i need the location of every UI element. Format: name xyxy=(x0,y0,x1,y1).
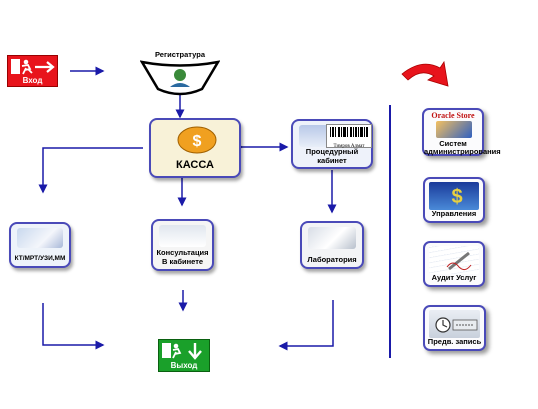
side-item-appointment[interactable]: Предв. запись xyxy=(423,305,486,351)
consultation-photo xyxy=(159,225,206,247)
procedure-node: Тимров Алмат Процедурный кабинет xyxy=(291,119,373,169)
exit-down-arrow-icon xyxy=(162,343,202,360)
arrow-lab-to-exit xyxy=(278,300,334,351)
exit-label: Выход xyxy=(170,361,198,370)
consultation-label-line2: В кабинете xyxy=(161,257,204,266)
registry-desk-icon xyxy=(140,60,220,96)
administration-label-line1: Систем xyxy=(439,139,467,148)
consultation-node: Консультация В кабинете xyxy=(151,219,214,271)
diagnostics-photo xyxy=(17,228,63,248)
dollar-figure-icon: $ xyxy=(451,186,462,207)
procedure-label-line2: кабинет xyxy=(317,156,347,165)
audit-photo xyxy=(429,246,479,274)
diagnostics-label: КТ/МРТ/УЗИ,ММ xyxy=(14,255,66,262)
barcode-icon xyxy=(330,127,368,137)
side-item-administration[interactable]: Oracle Store Систем администрирования xyxy=(422,108,501,156)
management-photo xyxy=(429,182,479,210)
procedure-label-line1: Процедурный xyxy=(305,147,359,156)
barcode-label: Тимров Алмат xyxy=(326,124,372,149)
svg-text:$: $ xyxy=(193,133,202,150)
pen-icon xyxy=(446,251,472,271)
arrow-diagnostics-to-exit xyxy=(42,303,105,350)
administration-photo xyxy=(436,121,472,138)
exit-running-man-icon xyxy=(11,59,55,75)
arrow-kassa-to-diagnostics xyxy=(38,147,143,194)
registry-node: Регистратура xyxy=(140,50,220,98)
laboratory-photo xyxy=(308,227,356,249)
svg-text:$: $ xyxy=(451,186,462,207)
kassa-label: КАССА xyxy=(176,159,214,171)
barcode-text: Тимров Алмат xyxy=(333,144,365,149)
kassa-node: $ КАССА xyxy=(149,118,241,178)
laboratory-node: Лаборатория xyxy=(300,221,364,269)
audit-label: Аудит Услуг xyxy=(431,273,477,282)
entrance-sign: Вход xyxy=(7,55,58,87)
side-item-management[interactable]: $ Управления xyxy=(423,177,485,223)
administration-label-line2: администрирования xyxy=(424,147,501,156)
clock-icon xyxy=(435,317,478,333)
management-label: Управления xyxy=(431,209,477,218)
entrance-label: Вход xyxy=(22,76,43,85)
diagnostics-node: КТ/МРТ/УЗИ,ММ xyxy=(9,222,71,268)
oracle-store-logo: Oracle Store xyxy=(431,111,475,120)
registry-label: Регистратура xyxy=(154,50,205,59)
coin-icon: $ xyxy=(177,126,217,154)
consultation-label-line1: Консультация xyxy=(156,248,209,257)
appointment-label: Предв. запись xyxy=(427,337,482,346)
laboratory-label: Лаборатория xyxy=(307,255,357,264)
curved-arrow-icon xyxy=(401,60,449,87)
exit-sign: Выход xyxy=(158,339,210,372)
side-item-audit[interactable]: Аудит Услуг xyxy=(423,241,485,287)
